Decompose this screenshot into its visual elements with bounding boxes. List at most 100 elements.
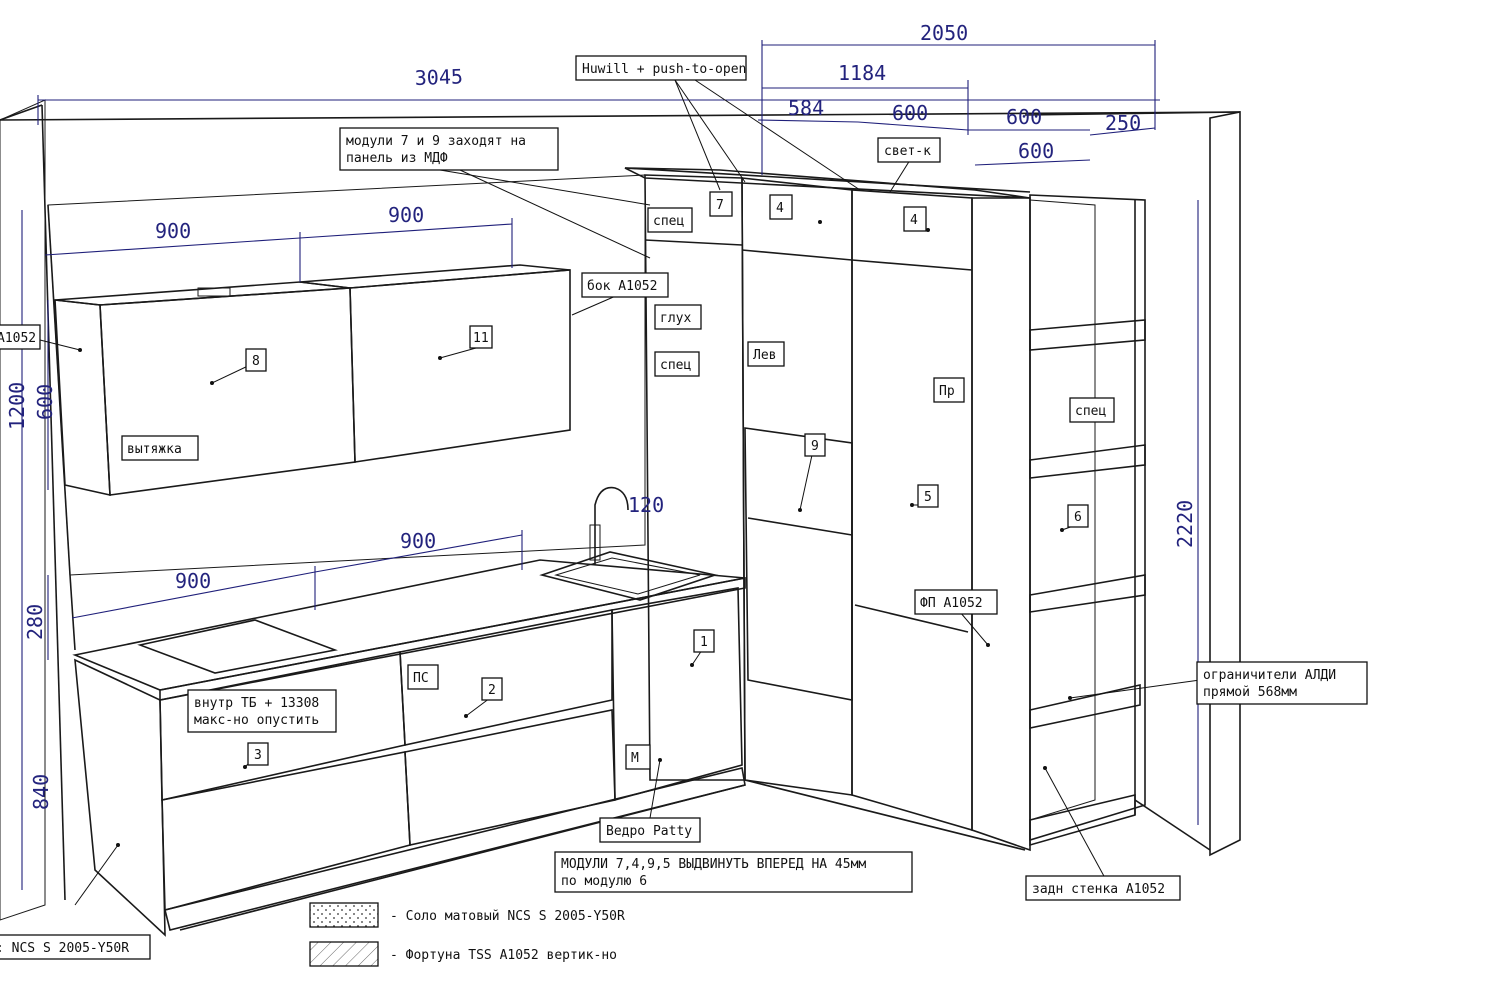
note-spec-1: спец [647,207,693,233]
dim-250: 250 [1105,111,1141,135]
svg-text:задн стенка А1052: задн стенка А1052 [1032,882,1165,897]
base-cabinet-end-panel [74,658,166,937]
note-light: свет-к [877,137,941,163]
note-handle: Huwill + push-to-open [575,55,747,81]
svg-text:бок А1052: бок А1052 [587,279,657,294]
dim-2220: 2220 [1173,500,1197,548]
svg-text:свет-к: свет-к [884,144,931,159]
dim-900-d: 900 [400,529,436,553]
base-cabinet-1 [611,587,743,802]
note-left-a1052: А1052 [0,324,41,350]
note-modules-forward: МОДУЛИ 7,4,9,5 ВЫДВИНУТЬ ВПЕРЕД НА 45мм … [554,851,913,893]
legend: - Соло матовый NCS S 2005-Y50R - Фортуна… [309,902,625,967]
note-side-a1052: бок А1052 [581,272,669,298]
svg-text:спец: спец [1075,404,1106,419]
dim-2050: 2050 [920,21,968,45]
svg-text:4: 4 [910,213,918,228]
leader-dots [78,208,1072,847]
legend-dotted: - Соло матовый NCS S 2005-Y50R [309,902,625,928]
plinth [164,767,746,931]
svg-text:3: 3 [254,748,262,763]
leader-lines [39,79,1201,906]
dim-600-c: 600 [1018,139,1054,163]
dim-900-c: 900 [175,569,211,593]
dim-120: 120 [628,493,664,517]
note-ps: ПС [407,664,439,690]
svg-text:Пр: Пр [939,384,955,399]
svg-text:Ведро Patty: Ведро Patty [606,824,692,839]
upper-cabinet-8 [54,281,356,497]
note-bucket: Ведро Patty [599,817,701,843]
tall-cabinet-9 [741,177,853,796]
svg-text:4: 4 [776,201,784,216]
note-hood: вытяжка [121,435,199,461]
module-tag-8: 8 [245,348,267,372]
svg-text:прямой 568мм: прямой 568мм [1203,685,1297,700]
note-mdf-panel: модули 7 и 9 заходят на панель из МДФ [339,127,559,171]
svg-text:2: 2 [488,683,496,698]
note-back-wall: задн стенка А1052 [1025,875,1181,901]
note-spec-3: спец [1069,397,1115,423]
module-tag-7: 7 [709,191,733,217]
dim-584: 584 [788,96,824,120]
module-tag-9: 9 [804,433,826,457]
svg-text:М: М [631,751,639,766]
note-m: М [625,744,651,770]
dim-600-vertical: 600 [33,384,57,420]
svg-text:6: 6 [1074,510,1082,525]
module-tag-4a: 4 [769,194,793,220]
svg-text:глух: глух [660,311,691,326]
svg-text:5: 5 [924,490,932,505]
cooktop [137,619,338,674]
module-tag-11: 11 [469,325,493,349]
svg-text:: NCS S 2005-Y50R: : NCS S 2005-Y50R [0,941,129,956]
svg-text:- Соло матовый NCS S 2005-Y50R: - Соло матовый NCS S 2005-Y50R [390,909,625,924]
svg-text:ограничители АЛДИ: ограничители АЛДИ [1203,668,1336,683]
upper-cabinet-11 [299,264,571,463]
svg-text:11: 11 [473,331,489,346]
dim-900-b: 900 [388,203,424,227]
dim-1184: 1184 [838,61,886,85]
svg-text:9: 9 [811,439,819,454]
svg-text:Huwill + push-to-open: Huwill + push-to-open [582,62,746,77]
dim-600-b: 600 [1006,105,1042,129]
dim-3045: 3045 [414,64,463,90]
module-tag-1: 1 [693,629,715,653]
module-tag-6: 6 [1067,504,1089,528]
svg-text:модули 7 и 9 заходят на: модули 7 и 9 заходят на [346,134,526,149]
note-spec-2: спец [654,351,700,377]
sink [539,486,719,601]
svg-text:спец: спец [653,214,684,229]
svg-text:1: 1 [700,635,708,650]
note-lev: Лев [747,341,785,367]
dim-840: 840 [29,774,53,810]
dim-1200: 1200 [5,382,29,430]
right-wall [1024,111,1241,857]
note-fp-a1052: ФП А1052 [914,589,998,615]
svg-text:вытяжка: вытяжка [127,442,182,457]
note-pr: Пр [933,377,965,403]
tall-top [624,167,1031,199]
module-tag-5: 5 [917,484,939,508]
tall-cabinet-5 [851,189,973,832]
note-inner-tb: внутр ТБ + 13308 макс-но опустить [187,689,337,733]
tall-side-panel [971,197,1031,852]
svg-text:панель из МДФ: панель из МДФ [346,151,448,166]
dim-280: 280 [23,604,47,640]
svg-text:ФП А1052: ФП А1052 [920,596,983,611]
base-cabinet-2 [399,609,616,846]
note-limiters: ограничители АЛДИ прямой 568мм [1196,661,1368,705]
svg-text:макс-но опустить: макс-но опустить [194,713,319,728]
dimension-lines [21,40,1199,890]
svg-text:7: 7 [716,198,724,213]
svg-text:ПС: ПС [413,671,429,686]
svg-text:8: 8 [252,354,260,369]
legend-hatched: - Фортуна TSS A1052 вертик-но [309,941,617,967]
dim-600-a: 600 [892,101,928,125]
svg-text:по модулю 6: по модулю 6 [561,874,647,889]
dim-900-a: 900 [155,219,191,243]
svg-text:А1052: А1052 [0,331,36,346]
svg-text:внутр ТБ + 13308: внутр ТБ + 13308 [194,696,319,711]
note-left-ncs: : NCS S 2005-Y50R [0,934,151,960]
